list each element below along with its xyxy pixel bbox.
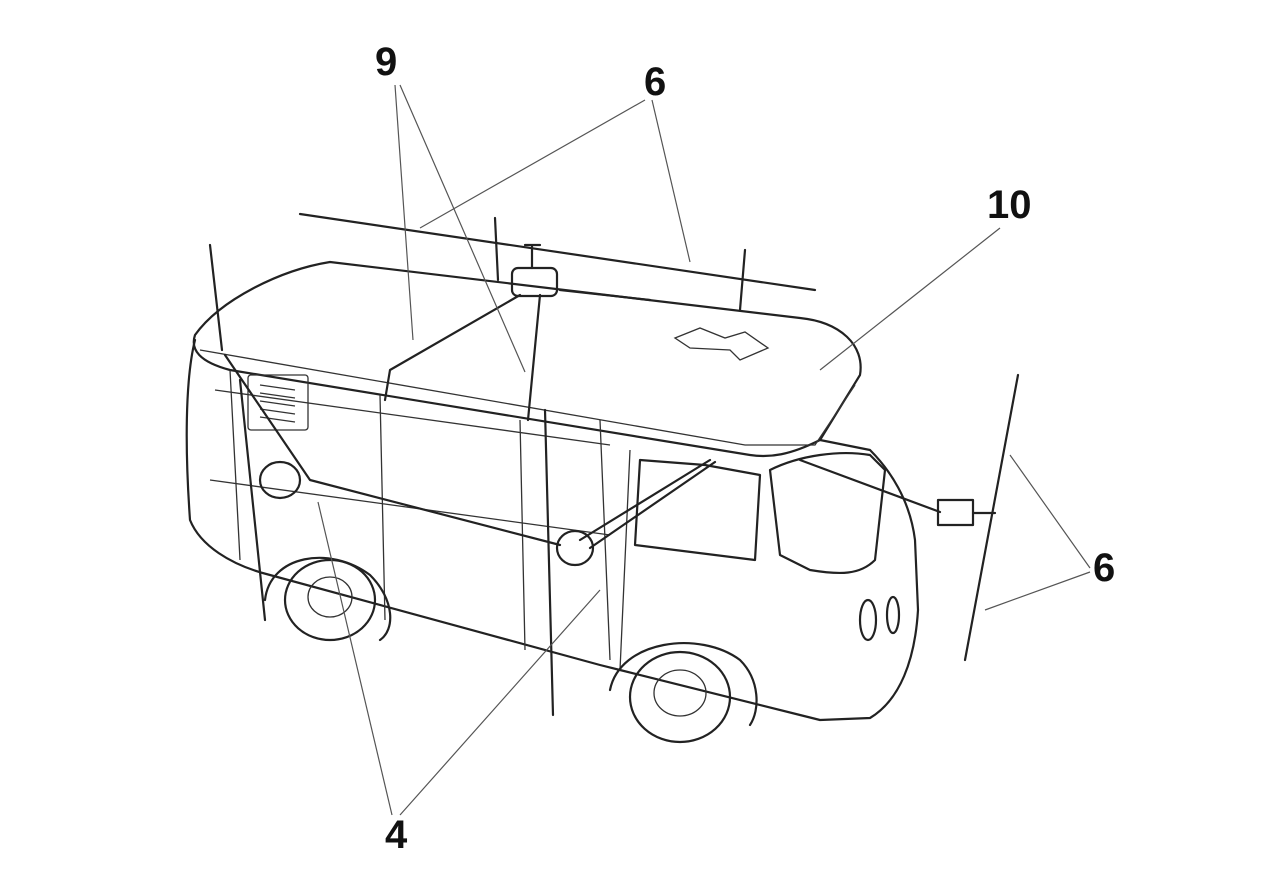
leader-lines <box>317 84 1091 816</box>
callout-9: 9 <box>375 40 398 84</box>
roof-antenna <box>208 212 817 422</box>
roof-hatch <box>673 327 770 361</box>
callout-6-top: 6 <box>644 60 667 104</box>
van-roof <box>192 260 862 458</box>
callout-4: 4 <box>385 813 408 857</box>
rear-wheel <box>263 556 392 642</box>
callout-6-right: 6 <box>1093 546 1116 590</box>
callout-10: 10 <box>987 183 1032 227</box>
front-wheel <box>608 642 758 744</box>
windshield <box>768 452 887 575</box>
van-body-side <box>185 338 920 722</box>
vent-louvres <box>247 374 309 431</box>
side-antennas <box>223 353 1020 717</box>
